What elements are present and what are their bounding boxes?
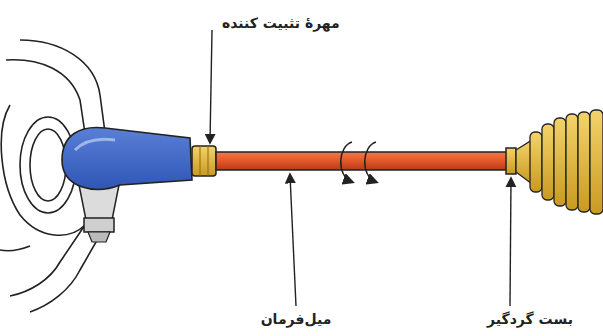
- tie-rod-end: [62, 127, 192, 189]
- boot-clamp: [506, 148, 516, 174]
- tie-rod: [216, 152, 508, 170]
- boot-clamp-label: بست گردگیر: [485, 310, 575, 328]
- lock-nut-label: مهرهٔ تثبیت کننده: [220, 14, 342, 32]
- tie-rod-label: میل‌فرمان: [259, 310, 334, 328]
- bellows-boot: [516, 110, 603, 214]
- leader-lines: [210, 30, 511, 306]
- highlight: [75, 139, 115, 150]
- lock-nut: [192, 146, 216, 176]
- rotation-arrows: [341, 142, 376, 182]
